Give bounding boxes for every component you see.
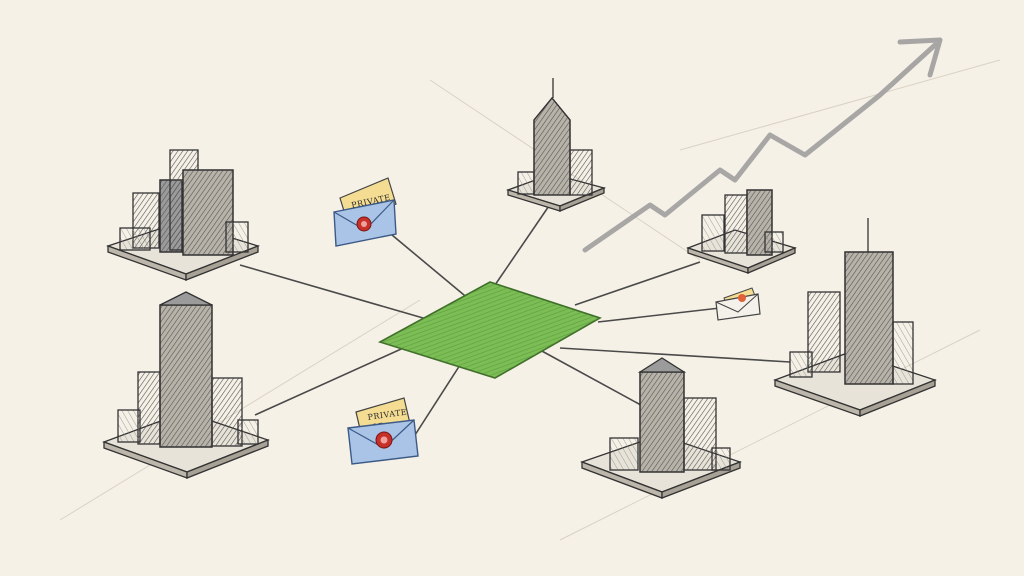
- link-hub-to-envelope-right: [597, 307, 721, 323]
- envelope-right: [715, 287, 761, 321]
- link-hub-to-building-right: [574, 261, 701, 306]
- link-hub-to-building-bottomright: [539, 349, 651, 411]
- link-hub-to-building-top: [494, 199, 554, 286]
- building-far-right: [773, 218, 937, 417]
- building-bottom-right: [580, 357, 742, 499]
- building-top-left: [106, 149, 260, 281]
- building-right: [686, 189, 797, 274]
- link-hub-to-building-topleft: [239, 264, 431, 321]
- envelope-top-left: PRIVATE: [333, 177, 397, 247]
- connection-lines: [239, 199, 791, 436]
- wax-seal-icon: [738, 294, 746, 302]
- rising-arrow-icon: [582, 37, 943, 253]
- link-hub-to-envelope-bottom: [414, 364, 461, 436]
- building-top-center: [505, 78, 607, 212]
- central-hub-platform: [377, 281, 602, 379]
- link-hub-to-building-farright: [559, 347, 791, 363]
- building-bottom-left: [102, 291, 270, 479]
- envelope-bottom: PRIVATE OR: [347, 397, 419, 465]
- link-hub-to-envelope-topleft: [379, 224, 471, 301]
- link-hub-to-building-bottomleft: [254, 344, 411, 416]
